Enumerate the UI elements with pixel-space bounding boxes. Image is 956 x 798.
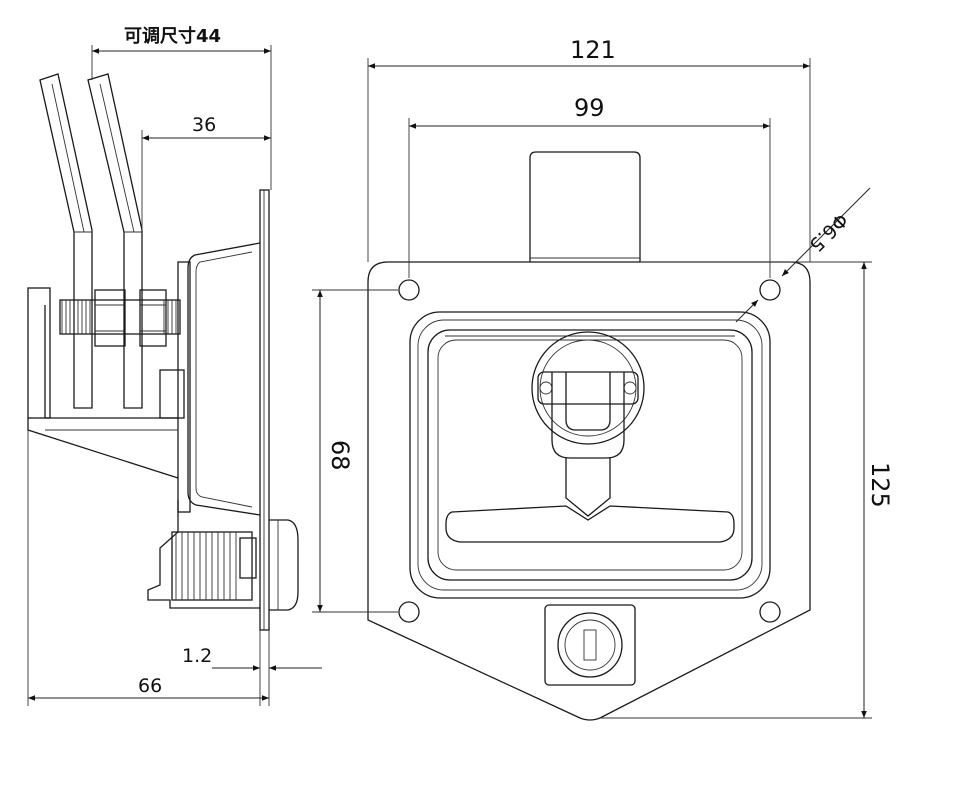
side-view: 可调尺寸44 36 1.2 66 bbox=[27, 25, 322, 706]
mounting-hole bbox=[759, 601, 781, 623]
dim-68: 68 bbox=[326, 440, 354, 471]
dim-121: 121 bbox=[570, 36, 616, 64]
dim-1-2: 1.2 bbox=[182, 645, 212, 667]
thread-lower bbox=[175, 532, 237, 600]
dim-adjustable: 可调尺寸44 bbox=[124, 25, 221, 47]
dim-66: 66 bbox=[138, 675, 162, 697]
dim-36: 36 bbox=[192, 114, 216, 136]
dim-99: 99 bbox=[574, 94, 605, 122]
dim-125: 125 bbox=[866, 462, 894, 508]
front-view: 121 99 68 125 Φ6.5 bbox=[312, 36, 894, 721]
dim-hole-diameter: Φ6.5 bbox=[805, 208, 852, 255]
mounting-hole bbox=[398, 601, 420, 623]
mounting-hole bbox=[759, 279, 781, 301]
key-lock bbox=[557, 612, 623, 678]
mounting-hole bbox=[398, 279, 420, 301]
